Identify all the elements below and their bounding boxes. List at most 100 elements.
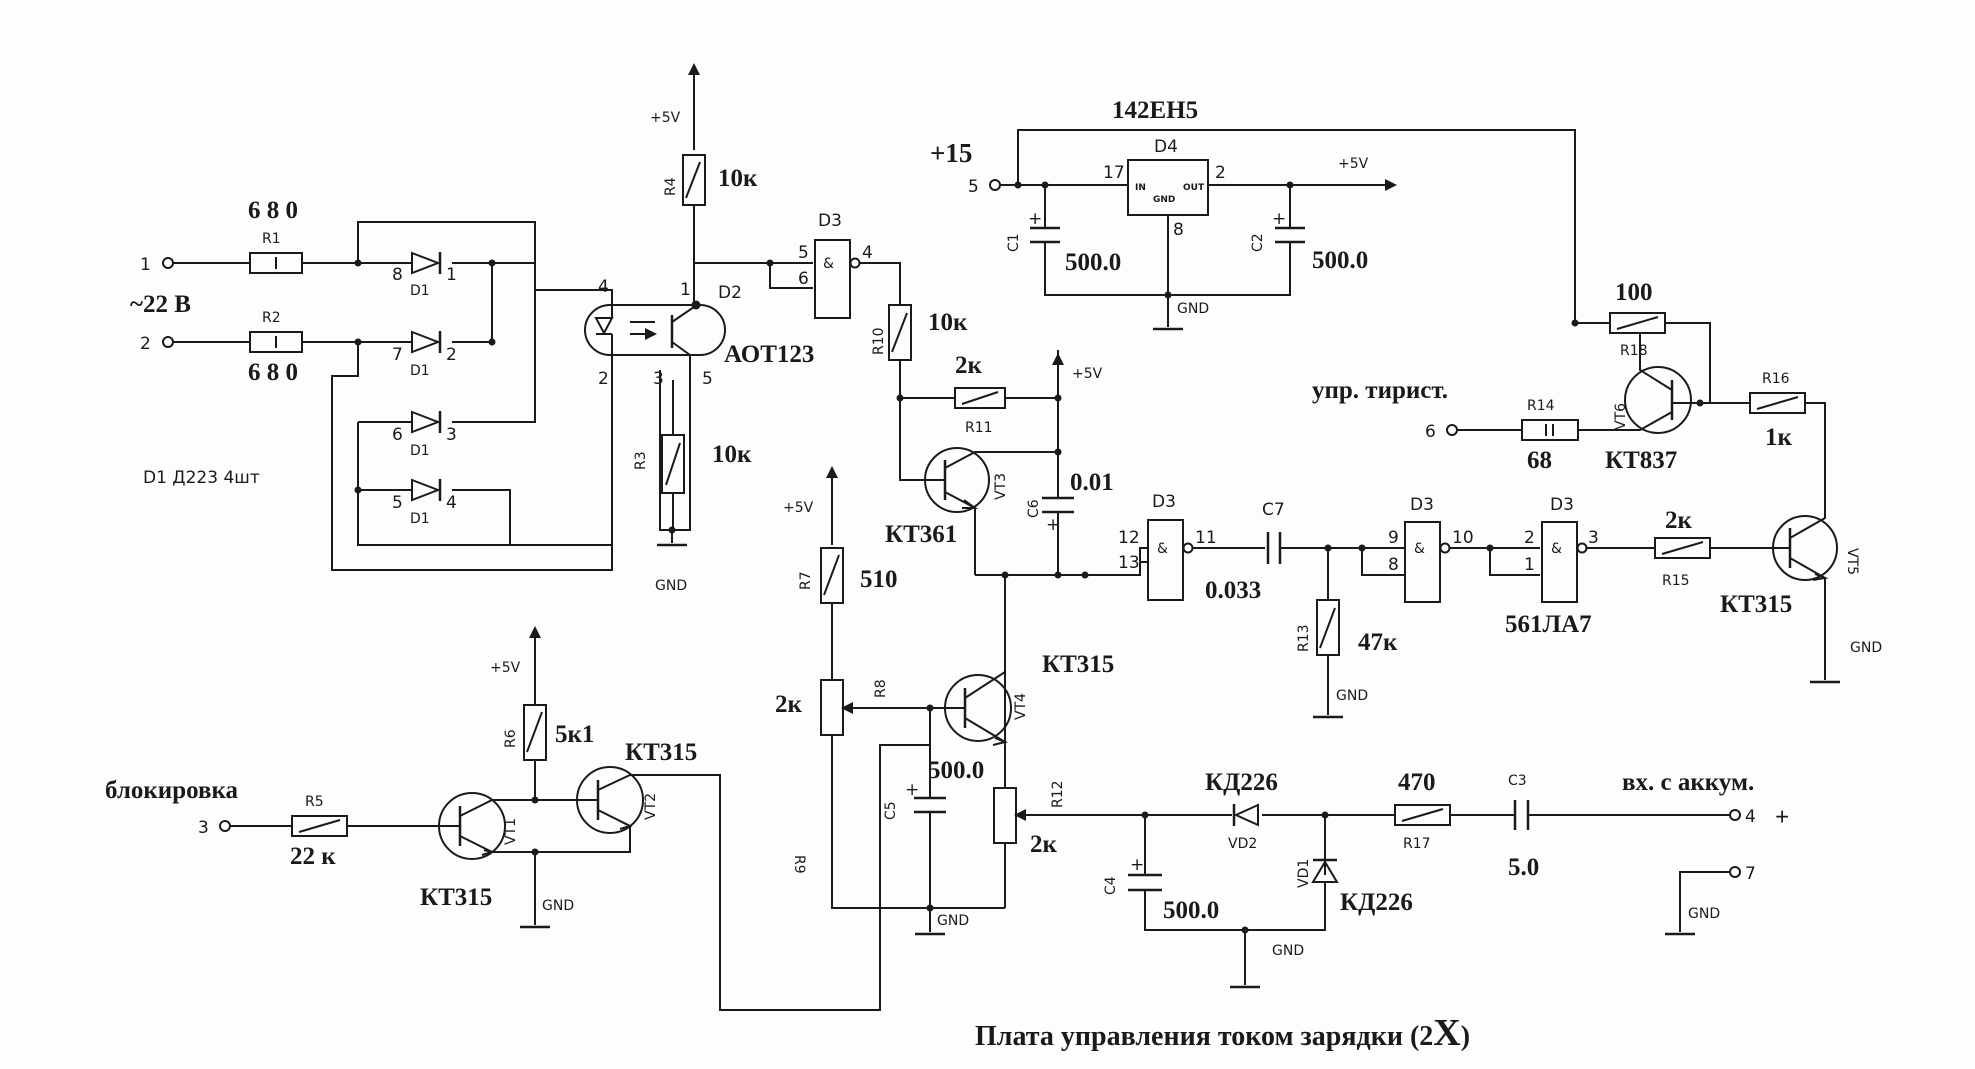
- transistor-vt4: VT4 КТ315: [926, 575, 1114, 788]
- svg-text:GND: GND: [1850, 640, 1882, 656]
- svg-text:3: 3: [446, 425, 457, 445]
- capacitor-c5: + C5 500.0 GND: [883, 708, 984, 936]
- resistor-r14: 6 упр. тирист. R14 68: [1312, 377, 1608, 474]
- diode-d1-b: [411, 330, 442, 354]
- resistor-r7: +5V R7 510: [783, 466, 898, 680]
- svg-text:1: 1: [446, 265, 457, 285]
- resistor-r3: R3 10к: [633, 380, 752, 530]
- potentiometer-r8: R8 2к R9: [775, 679, 1005, 909]
- svg-text:КД226: КД226: [1205, 769, 1278, 796]
- svg-text:5: 5: [798, 243, 809, 263]
- svg-text:5к1: 5к1: [555, 721, 594, 748]
- svg-text:VT1: VT1: [503, 818, 519, 845]
- svg-text:C3: C3: [1508, 773, 1527, 789]
- svg-text:6: 6: [798, 269, 809, 289]
- svg-text:47к: 47к: [1358, 629, 1398, 656]
- port-1[interactable]: [162, 257, 174, 269]
- svg-text:КТ315: КТ315: [1720, 591, 1792, 618]
- svg-text:GND: GND: [1688, 906, 1720, 922]
- svg-text:R13: R13: [1296, 624, 1312, 652]
- diode-d1-a: [411, 251, 442, 275]
- resistor-r18: R18 100: [1571, 279, 1711, 403]
- svg-text:8: 8: [392, 265, 403, 285]
- port-2[interactable]: [162, 336, 174, 348]
- diode-d1-c: [411, 410, 442, 434]
- svg-text:R5: R5: [305, 794, 324, 810]
- svg-text:5: 5: [392, 493, 403, 513]
- svg-text:R6: R6: [503, 729, 519, 748]
- d2-ref: D2: [718, 283, 742, 303]
- svg-text:C7: C7: [1262, 500, 1285, 520]
- svg-text:D1: D1: [410, 511, 430, 527]
- svg-text:IN: IN: [1135, 183, 1146, 193]
- d4-part: 142ЕН5: [1112, 97, 1198, 124]
- svg-text:68: 68: [1527, 447, 1552, 474]
- svg-text:+: +: [905, 780, 919, 800]
- svg-text:2: 2: [1215, 163, 1226, 183]
- svg-text:GND: GND: [655, 578, 687, 594]
- svg-text:8: 8: [1173, 220, 1184, 240]
- svg-text:+5V: +5V: [490, 660, 521, 676]
- r2-ref: R2: [262, 310, 281, 326]
- svg-text:10к: 10к: [712, 441, 752, 468]
- r2-value: 6 8 0: [248, 359, 298, 386]
- port-5[interactable]: [989, 179, 1001, 191]
- svg-text:22 к: 22 к: [290, 843, 336, 870]
- svg-text:500.0: 500.0: [1065, 249, 1121, 276]
- svg-text:7: 7: [392, 345, 403, 365]
- svg-text:D1: D1: [410, 443, 430, 459]
- port-4[interactable]: [1729, 809, 1741, 821]
- svg-text:VT6: VT6: [1613, 403, 1629, 430]
- resistor-r11: R11 2к: [896, 352, 1058, 436]
- svg-text:D1: D1: [410, 363, 430, 379]
- svg-text:КТ315: КТ315: [625, 739, 697, 766]
- blocking-label: блокировка: [105, 777, 239, 804]
- gate-d3d: & D3 2 1 3 561ЛА7: [1505, 495, 1775, 638]
- diode-vd2: [1232, 803, 1259, 827]
- port-6[interactable]: [1446, 424, 1458, 436]
- svg-text:+5V: +5V: [783, 500, 814, 516]
- svg-text:VT4: VT4: [1013, 693, 1029, 720]
- svg-text:КТ361: КТ361: [885, 521, 957, 548]
- svg-text:КТ315: КТ315: [420, 884, 492, 911]
- d3-part: 561ЛА7: [1505, 611, 1592, 638]
- port-3[interactable]: [219, 820, 231, 832]
- svg-text:2: 2: [1524, 528, 1535, 548]
- svg-text:&: &: [1551, 541, 1562, 557]
- battery-input-section: + C4 500.0 VD2 КД226 VD1 КД226 GND R17 4…: [1103, 769, 1789, 989]
- svg-text:D3: D3: [1410, 495, 1434, 515]
- svg-text:D3: D3: [1550, 495, 1574, 515]
- transistor-vt3: VT3 КТ361: [885, 447, 1058, 575]
- svg-text:4: 4: [1745, 807, 1756, 827]
- svg-text:500.0: 500.0: [1312, 247, 1368, 274]
- svg-text:+: +: [1130, 855, 1144, 875]
- svg-text:R11: R11: [965, 420, 993, 436]
- plus15-label: +15: [930, 138, 972, 168]
- optocoupler-d2: 4 1 2 3 5 D2 АОТ123 GND: [584, 225, 814, 594]
- svg-text:5: 5: [968, 177, 979, 197]
- potentiometer-r12: R12 2к: [993, 780, 1145, 908]
- diode-d1-d: [411, 478, 442, 502]
- svg-text:R12: R12: [1050, 780, 1066, 808]
- svg-text:6: 6: [1425, 422, 1436, 442]
- resistor-r13: R13 47к GND: [1296, 544, 1398, 719]
- svg-text:C1: C1: [1006, 233, 1022, 252]
- svg-text:VT3: VT3: [993, 473, 1009, 500]
- svg-text:+: +: [1028, 209, 1042, 229]
- svg-text:1к: 1к: [1765, 424, 1793, 451]
- port-7[interactable]: [1729, 866, 1741, 878]
- port-7-group: 7 GND: [1665, 864, 1756, 936]
- svg-text:2к: 2к: [955, 352, 983, 379]
- svg-text:3: 3: [653, 369, 664, 389]
- diode-note: D1 Д223 4шт: [143, 468, 260, 488]
- gate-d3a: & D3 5 6 4: [694, 211, 901, 319]
- svg-text:Плата управления током зарядки: Плата управления током зарядки (2X): [975, 1012, 1470, 1054]
- svg-text:R10: R10: [871, 327, 887, 355]
- thyristor-ctrl-label: упр. тирист.: [1312, 377, 1448, 404]
- svg-text:C2: C2: [1250, 233, 1266, 252]
- svg-text:D3: D3: [818, 211, 842, 231]
- svg-text:+5V: +5V: [1338, 156, 1369, 172]
- svg-text:КТ837: КТ837: [1605, 447, 1677, 474]
- svg-text:&: &: [1157, 541, 1168, 557]
- svg-text:R9: R9: [791, 855, 807, 874]
